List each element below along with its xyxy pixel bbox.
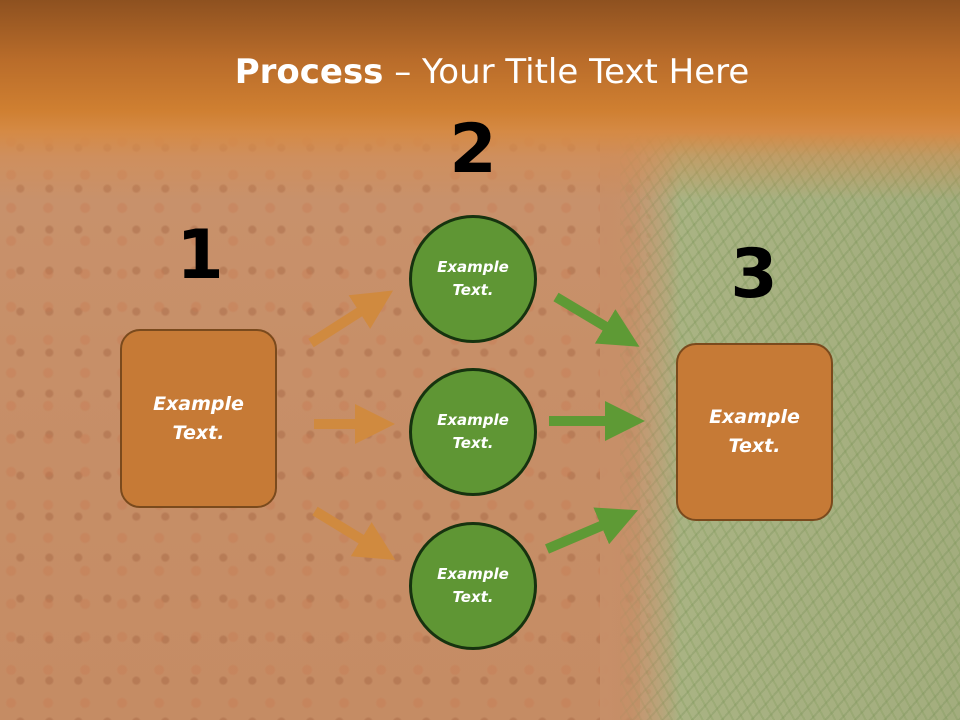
slide-title: Process – Your Title Text Here [0, 52, 960, 92]
step-2-circle-1: Example Text. [409, 215, 537, 343]
step-2-circle-3: Example Text. [409, 522, 537, 650]
step-3-text: Example Text. [709, 406, 800, 457]
step-2-text-3: Example Text. [437, 565, 509, 606]
step-2-text-1: Example Text. [437, 258, 509, 299]
step-1-number: 1 [176, 216, 224, 295]
title-bold: Process [234, 52, 384, 92]
step-1-text: Example Text. [153, 392, 244, 444]
arrow-2c-to-3 [545, 507, 638, 554]
step-2-number: 2 [449, 110, 497, 189]
step-2-text-2: Example Text. [437, 411, 509, 452]
step-3-number: 3 [730, 235, 778, 314]
arrow-1-to-2a [308, 290, 394, 348]
step-2-circle-2: Example Text. [409, 368, 537, 496]
header-band [0, 0, 960, 200]
arrow-1-to-2c [312, 506, 396, 561]
step-1-box: Example Text. [120, 329, 277, 508]
arrow-2a-to-3 [553, 292, 640, 347]
step-3-box: Example Text. [676, 343, 833, 521]
title-rest: – Your Title Text Here [383, 52, 750, 92]
